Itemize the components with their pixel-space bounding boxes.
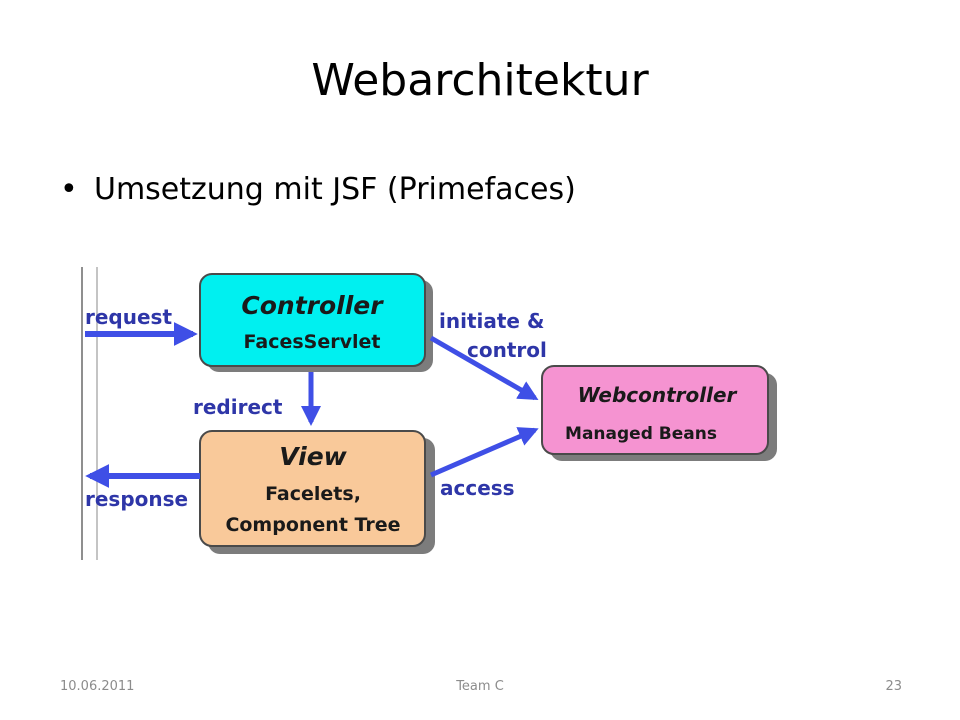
bullet-text: Umsetzung mit JSF (Primefaces): [94, 172, 576, 207]
view-box: View Facelets, Component Tree: [199, 430, 435, 554]
footer-team: Team C: [456, 679, 504, 694]
webcontroller-box: Webcontroller Managed Beans: [541, 365, 777, 461]
access-arrow: [430, 427, 539, 478]
bullet-item: • Umsetzung mit JSF (Primefaces): [60, 172, 576, 208]
response-label: response: [85, 487, 188, 511]
controller-subtitle: FacesServlet: [244, 331, 381, 353]
view-line-2: Component Tree: [225, 514, 400, 536]
controller-title: Controller: [241, 291, 384, 320]
controller-box: Controller FacesServlet: [199, 273, 433, 372]
footer-date: 10.06.2011: [60, 679, 135, 694]
webcontroller-subtitle: Managed Beans: [565, 424, 717, 444]
access-label: access: [440, 476, 515, 500]
initiate-arrow: [429, 335, 539, 401]
architecture-diagram: Controller FacesServlet View Facelets, C…: [81, 267, 777, 560]
footer-page-number: 23: [885, 679, 902, 694]
webcontroller-title: Webcontroller: [578, 383, 738, 407]
request-label: request: [85, 305, 172, 329]
view-line-1: Facelets,: [265, 483, 361, 505]
control-label: control: [467, 338, 547, 362]
slide-title: Webarchitektur: [311, 55, 649, 106]
view-title: View: [279, 442, 347, 471]
bullet-dot: •: [60, 172, 78, 207]
initiate-label: initiate &: [439, 309, 544, 333]
redirect-label: redirect: [193, 395, 283, 419]
